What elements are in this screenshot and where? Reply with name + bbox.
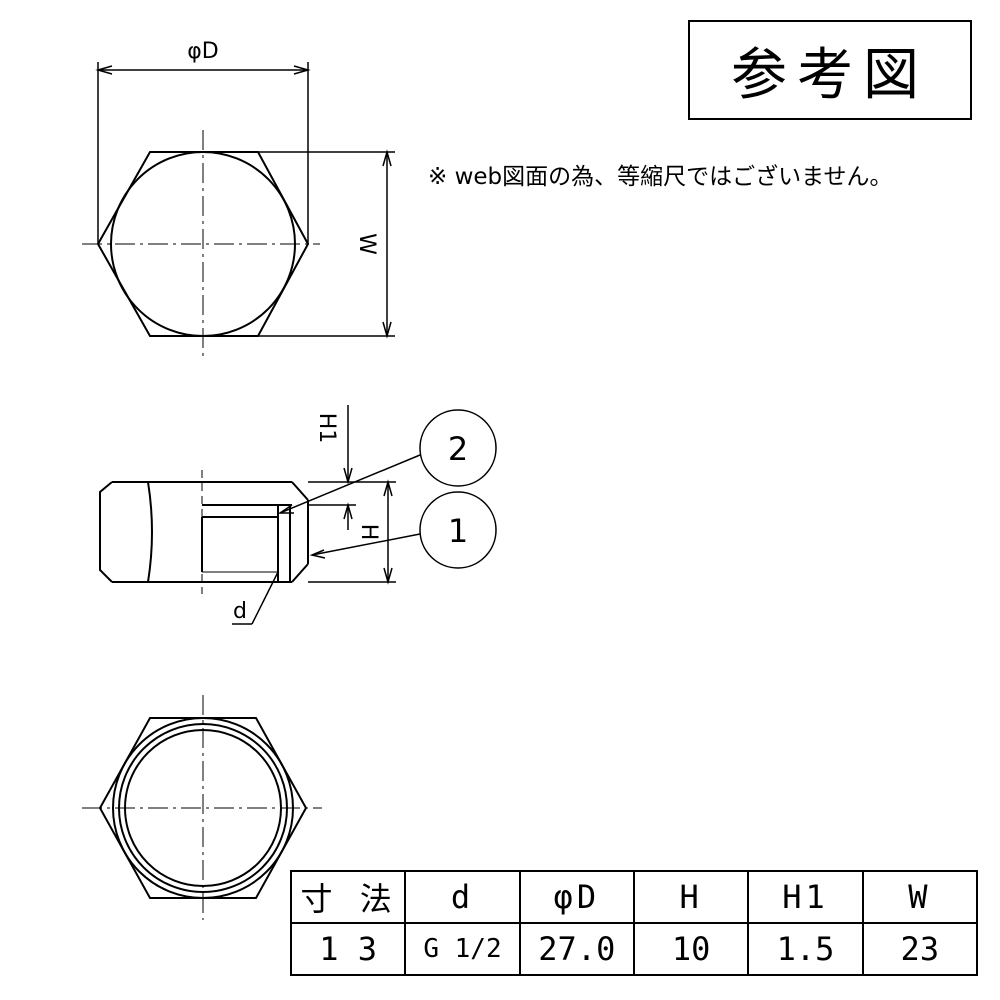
- table-row: 1 3 G 1/2 27.0 10 1.5 23: [289, 922, 979, 976]
- bottom-view-hex: [82, 695, 322, 920]
- spec-table: 寸 法 d φD H H1 W 1 3 G 1/2 27.0 10 1.5 23: [289, 870, 979, 976]
- header-cell: φD: [518, 870, 635, 924]
- callout-2-label: 2: [448, 430, 468, 468]
- reference-drawing-title: 参考図: [688, 20, 972, 120]
- dim-d-label: d: [233, 599, 247, 624]
- side-view-body: [99, 470, 309, 594]
- d-leader: [232, 571, 279, 625]
- callout-1-label: 1: [448, 512, 468, 550]
- diameter-dimension: [95, 62, 311, 244]
- value-cell: 23: [861, 922, 979, 976]
- dim-h1-label: H1: [314, 413, 339, 444]
- dim-h-label: H: [356, 524, 381, 541]
- value-cell: G 1/2: [404, 922, 521, 976]
- value-cell: 10: [632, 922, 750, 976]
- dim-width-label: W: [354, 233, 379, 255]
- header-cell: H1: [747, 870, 864, 924]
- value-cell: 27.0: [518, 922, 635, 976]
- scale-note: ※ web図面の為、等縮尺ではございません。: [428, 164, 893, 190]
- value-cell: 1 3: [289, 922, 407, 976]
- callout-leaders: [277, 409, 497, 569]
- dim-diameter-label: φD: [187, 39, 218, 64]
- header-cell: d: [404, 870, 521, 924]
- width-dimension: [258, 149, 395, 339]
- header-cell: 寸 法: [289, 870, 407, 924]
- top-view-hex: [82, 130, 320, 360]
- height-dimensions: [308, 405, 396, 585]
- value-cell: 1.5: [747, 922, 864, 976]
- table-header-row: 寸 法 d φD H H1 W: [289, 870, 979, 924]
- header-cell: H: [632, 870, 750, 924]
- header-cell: W: [861, 870, 979, 924]
